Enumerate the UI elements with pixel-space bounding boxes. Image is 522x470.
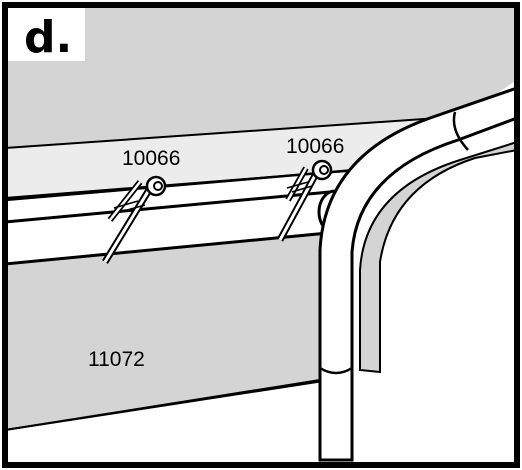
part-label-clip-right: 10066 (286, 135, 344, 158)
corner-tube-joint (319, 366, 353, 375)
panel-bottom-edge (4, 379, 321, 431)
right-inner-panel (380, 135, 517, 460)
part-label-clip-left: 10066 (122, 147, 180, 170)
clip-left (102, 175, 167, 264)
clip-right (276, 159, 333, 242)
panel-letter: d. (24, 12, 72, 63)
rail-upper-edge (4, 168, 356, 202)
part-label-panel: 11072 (88, 348, 145, 371)
upper-panel-area (5, 5, 517, 148)
panel-letter-box (5, 5, 85, 61)
corner-tube-seam (452, 111, 469, 151)
